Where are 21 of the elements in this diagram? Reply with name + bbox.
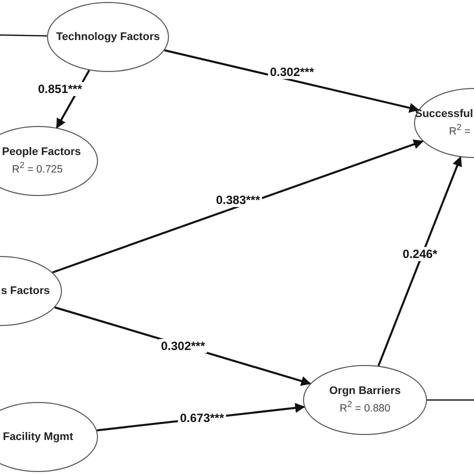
ellipse-node xyxy=(0,402,98,472)
ellipse-node xyxy=(0,126,98,196)
edge-label: 0.246* xyxy=(400,247,440,261)
node-title: Orgn Barriers xyxy=(329,385,401,398)
path-arrow xyxy=(52,139,424,274)
r-squared-value: R$^{2}$ = 0.880 xyxy=(340,399,390,415)
edge-label: 0.851*** xyxy=(36,82,84,96)
edge-label: 0.302*** xyxy=(268,65,316,79)
edge-label: 0.302*** xyxy=(158,339,208,353)
path-arrow xyxy=(164,49,420,113)
r-squared-value: R$^{2}$ = 0.725 xyxy=(12,160,63,176)
edge-label: 0.383*** xyxy=(214,193,262,207)
connector-line xyxy=(0,34,48,36)
path-arrow xyxy=(378,156,462,366)
node-title: People Factors xyxy=(2,146,81,158)
node-title: Technology Factors xyxy=(56,31,160,43)
r-squared-value: R$^{2}$ = xyxy=(449,122,471,138)
node-title: s Factors xyxy=(1,285,50,297)
edge-label: 0.673*** xyxy=(178,411,226,425)
node-title: Facility Mgmt xyxy=(2,431,74,443)
connector-line xyxy=(427,399,474,401)
